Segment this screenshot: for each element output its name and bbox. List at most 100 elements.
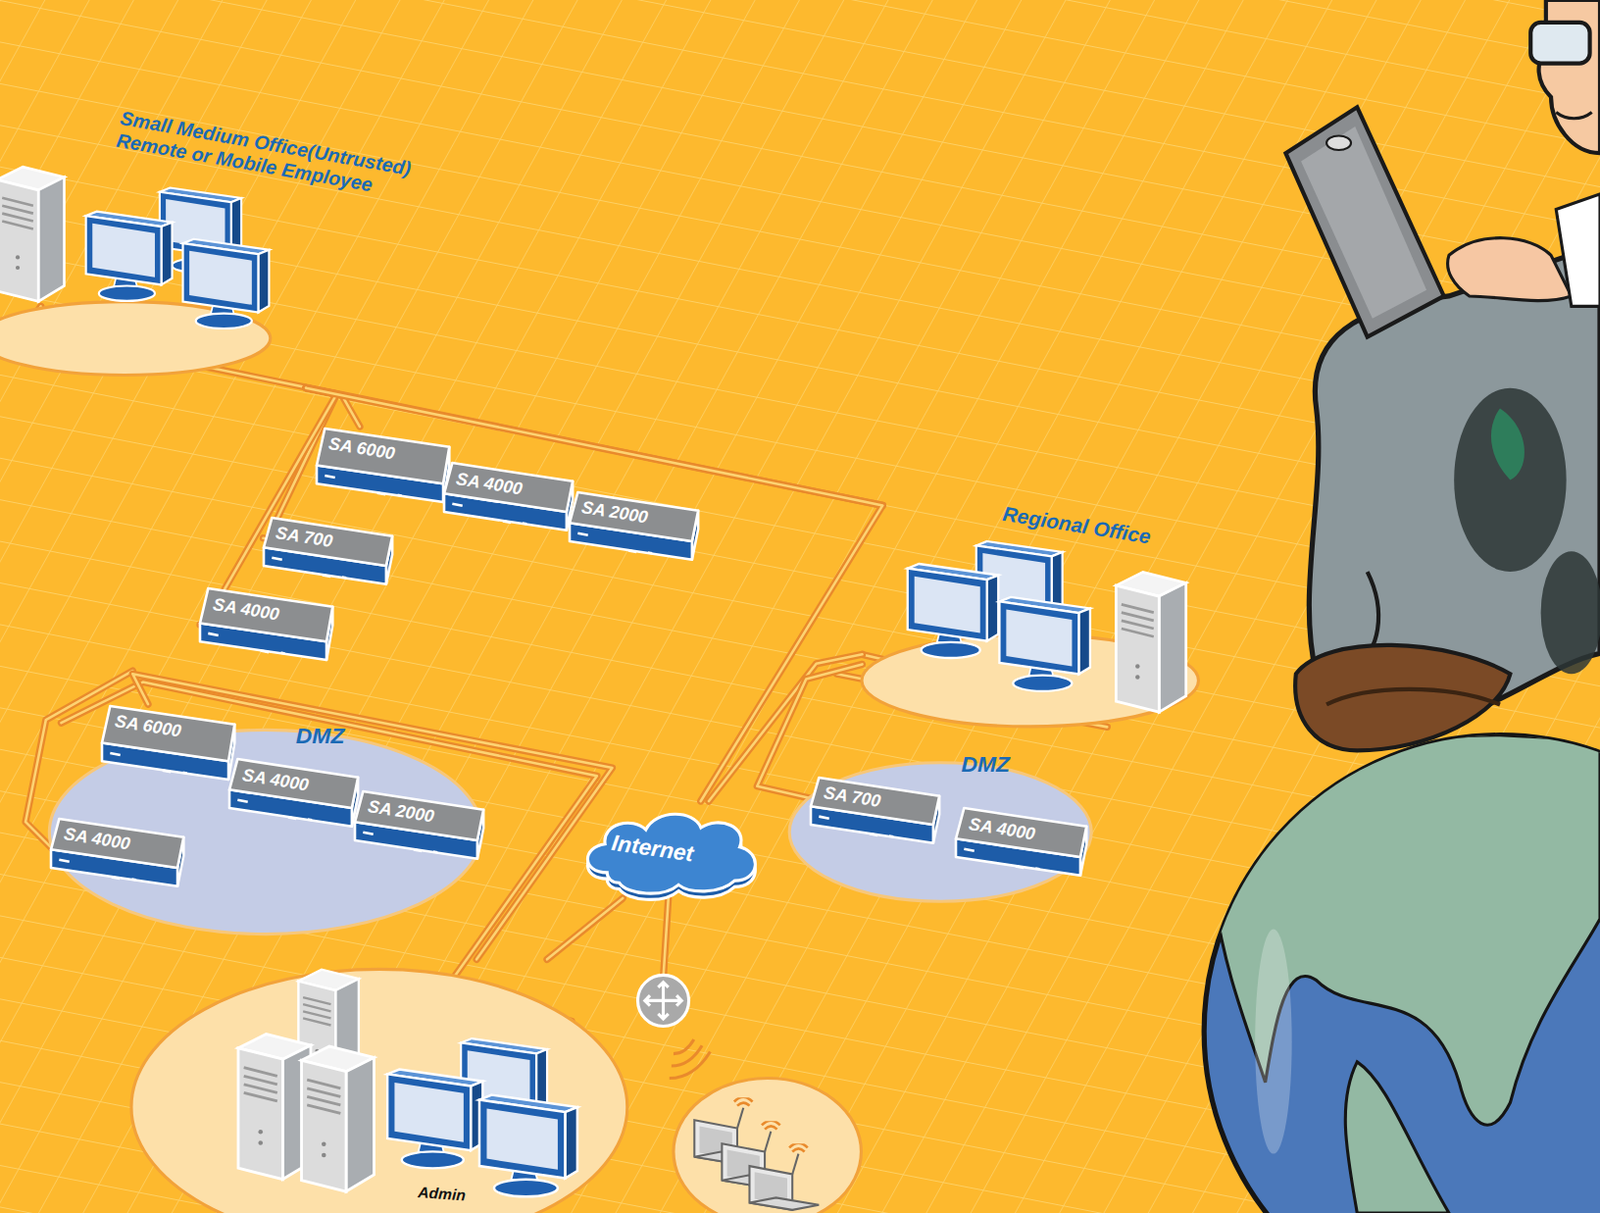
link-outline (200, 387, 337, 625)
hands (1448, 238, 1572, 301)
dmz-loop-wire (25, 670, 598, 1006)
appliance-box: SA 2000 (569, 490, 700, 568)
tower-computer (1115, 571, 1186, 712)
appliance-box: SA 4000 (229, 756, 360, 835)
monitor (907, 563, 1000, 658)
appliance-box: SA 4000 (955, 805, 1089, 884)
appliance-lights (207, 633, 285, 654)
admin-computers (238, 969, 578, 1198)
link-core (200, 387, 337, 625)
appliance-top (263, 517, 393, 566)
network-link (547, 898, 623, 959)
laptop (1285, 106, 1444, 337)
shadow (1541, 550, 1600, 674)
appliance-lights (451, 503, 527, 525)
wireless-area (673, 1078, 862, 1213)
office-computers (0, 166, 269, 329)
link-core (305, 387, 883, 801)
platform-ellipse (131, 969, 628, 1213)
platform-ellipse (0, 301, 271, 376)
appliance-top (229, 758, 358, 808)
tower-computer (0, 166, 65, 301)
shoe-line (1326, 689, 1500, 705)
link-outline (305, 387, 883, 801)
appliance-lights (58, 858, 136, 880)
appliance-top (101, 705, 235, 761)
globe-highlight (1254, 929, 1292, 1154)
laptop-lid (1300, 126, 1427, 319)
zone-label: DMZ (960, 750, 1053, 777)
appliance-lights (324, 475, 401, 497)
jacket-patch (1491, 407, 1525, 480)
node-shape (132, 958, 633, 1213)
shadow (1453, 388, 1566, 572)
cloud-shape (587, 813, 755, 894)
office-platform: Admin (132, 958, 633, 1213)
link-core (547, 898, 623, 959)
monitor (86, 211, 173, 301)
glasses (1530, 22, 1590, 64)
platform-ellipse (861, 634, 1199, 727)
land (1345, 1061, 1450, 1213)
wireless-waves (669, 1039, 711, 1079)
appliance-top (354, 791, 484, 841)
appliance-lights (237, 800, 312, 821)
globe-figure (1203, 0, 1600, 1213)
router (638, 974, 711, 1078)
monitor (159, 188, 242, 273)
zone-label: Regional Office (1000, 501, 1227, 560)
zone-label: Small Medium Office(Untrusted) Remote or… (114, 106, 475, 213)
monitor (387, 1069, 483, 1169)
appliance-top (316, 428, 450, 484)
appliance-lights (109, 752, 187, 774)
appliance-box: SA 4000 (444, 460, 575, 539)
appliance-lights (819, 816, 895, 838)
laptop (721, 1120, 792, 1188)
appliance-top (810, 777, 940, 825)
router-arrows (645, 982, 682, 1019)
globe (1203, 735, 1600, 1213)
laptop (694, 1097, 764, 1164)
appliance-box: SA 2000 (354, 789, 486, 867)
office-platform: Regional Office (861, 504, 1199, 735)
appliance-top (955, 807, 1087, 857)
wireless-platform (673, 1078, 862, 1213)
internet-cloud: Internet (576, 800, 766, 899)
mouth (1555, 112, 1592, 119)
monitor (479, 1095, 578, 1198)
network-link (305, 387, 883, 801)
monitor (999, 597, 1091, 692)
appliance-lights (271, 556, 347, 578)
appliance-box: SA 700 (810, 775, 942, 851)
shirt (1555, 194, 1600, 307)
appliance-box: SA 4000 (50, 816, 186, 895)
appliance-lights (577, 532, 652, 553)
monitor (460, 1038, 548, 1128)
router-symbol (638, 974, 690, 1026)
appliance-top (200, 589, 333, 643)
appliance-box: SA 700 (263, 515, 395, 593)
appliance-top (444, 463, 573, 513)
appliance-box: SA 6000 (101, 703, 237, 788)
laptop-logo (1326, 135, 1351, 150)
zone-label: DMZ (296, 722, 389, 749)
office-platform: Small Medium Office(Untrusted) Remote or… (0, 111, 306, 388)
server (238, 1034, 311, 1180)
zone-ellipse (790, 761, 1093, 901)
monitor (183, 239, 270, 329)
dmz-zone: DMZ SA 700SA 4000 (785, 745, 1097, 903)
monitor (976, 541, 1063, 631)
link-outline (547, 898, 623, 959)
appliance-top (50, 818, 184, 868)
dmz-zone: DMZSA 6000SA 4000SA 2000SA 4000 (41, 694, 491, 940)
server (298, 969, 359, 1091)
network-link (200, 387, 337, 625)
regional-computers (907, 541, 1187, 712)
dmz-loop-wire (25, 670, 598, 1006)
appliance-box: SA 4000 (200, 586, 335, 668)
appliance-lights (363, 831, 439, 852)
appliance-top (569, 492, 699, 542)
shoe (1295, 645, 1510, 750)
server (301, 1046, 375, 1192)
